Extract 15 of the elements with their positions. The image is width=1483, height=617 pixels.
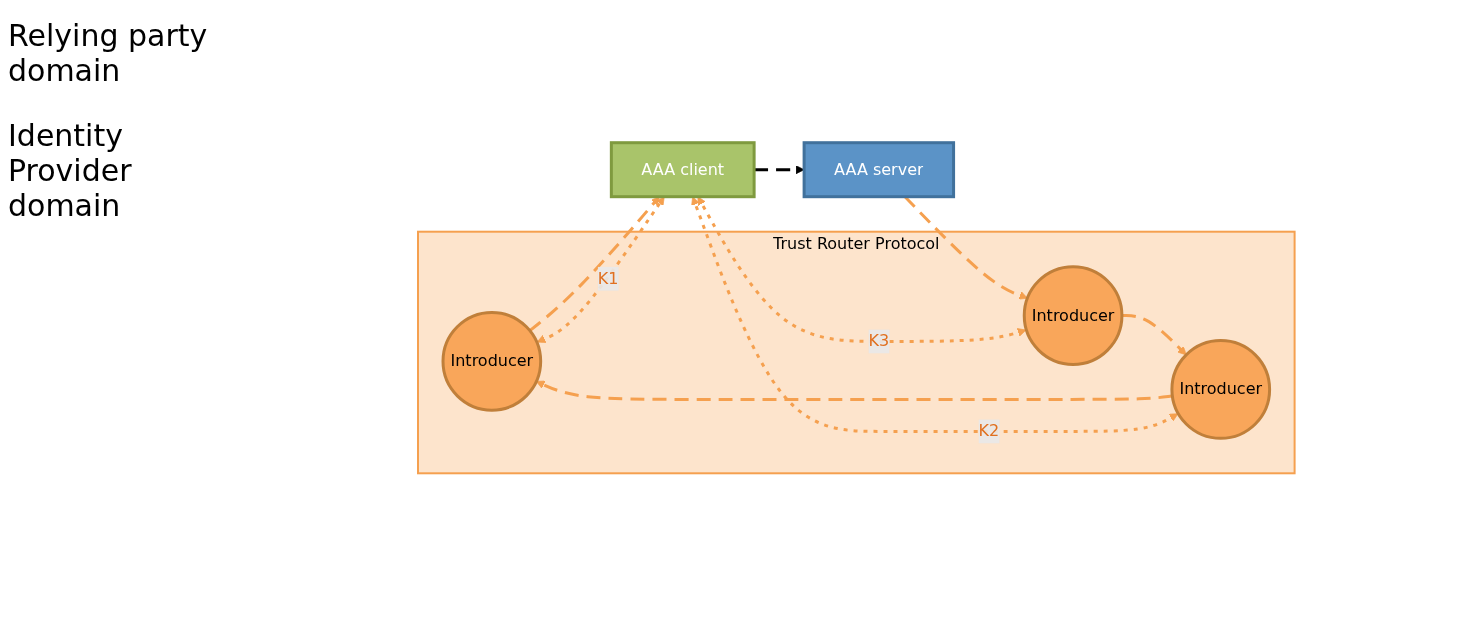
node-circle: Introducer xyxy=(1022,265,1124,366)
domain-label: Relying party domain xyxy=(8,18,209,88)
node-circle: Introducer xyxy=(1170,339,1272,440)
arrow xyxy=(536,380,1173,401)
domain-label: Identity Provider domain xyxy=(8,118,133,223)
edge-label: K3 xyxy=(868,331,890,351)
arrow xyxy=(697,196,1027,343)
edge-label: K1 xyxy=(597,268,619,288)
edge-label: K2 xyxy=(978,421,1000,441)
node-circle: Introducer xyxy=(441,310,543,412)
arrow xyxy=(691,196,1179,433)
arrow xyxy=(1122,314,1187,356)
node-box: AAA client xyxy=(610,141,756,199)
node-box: AAA server xyxy=(802,141,956,199)
arrow xyxy=(754,165,805,175)
